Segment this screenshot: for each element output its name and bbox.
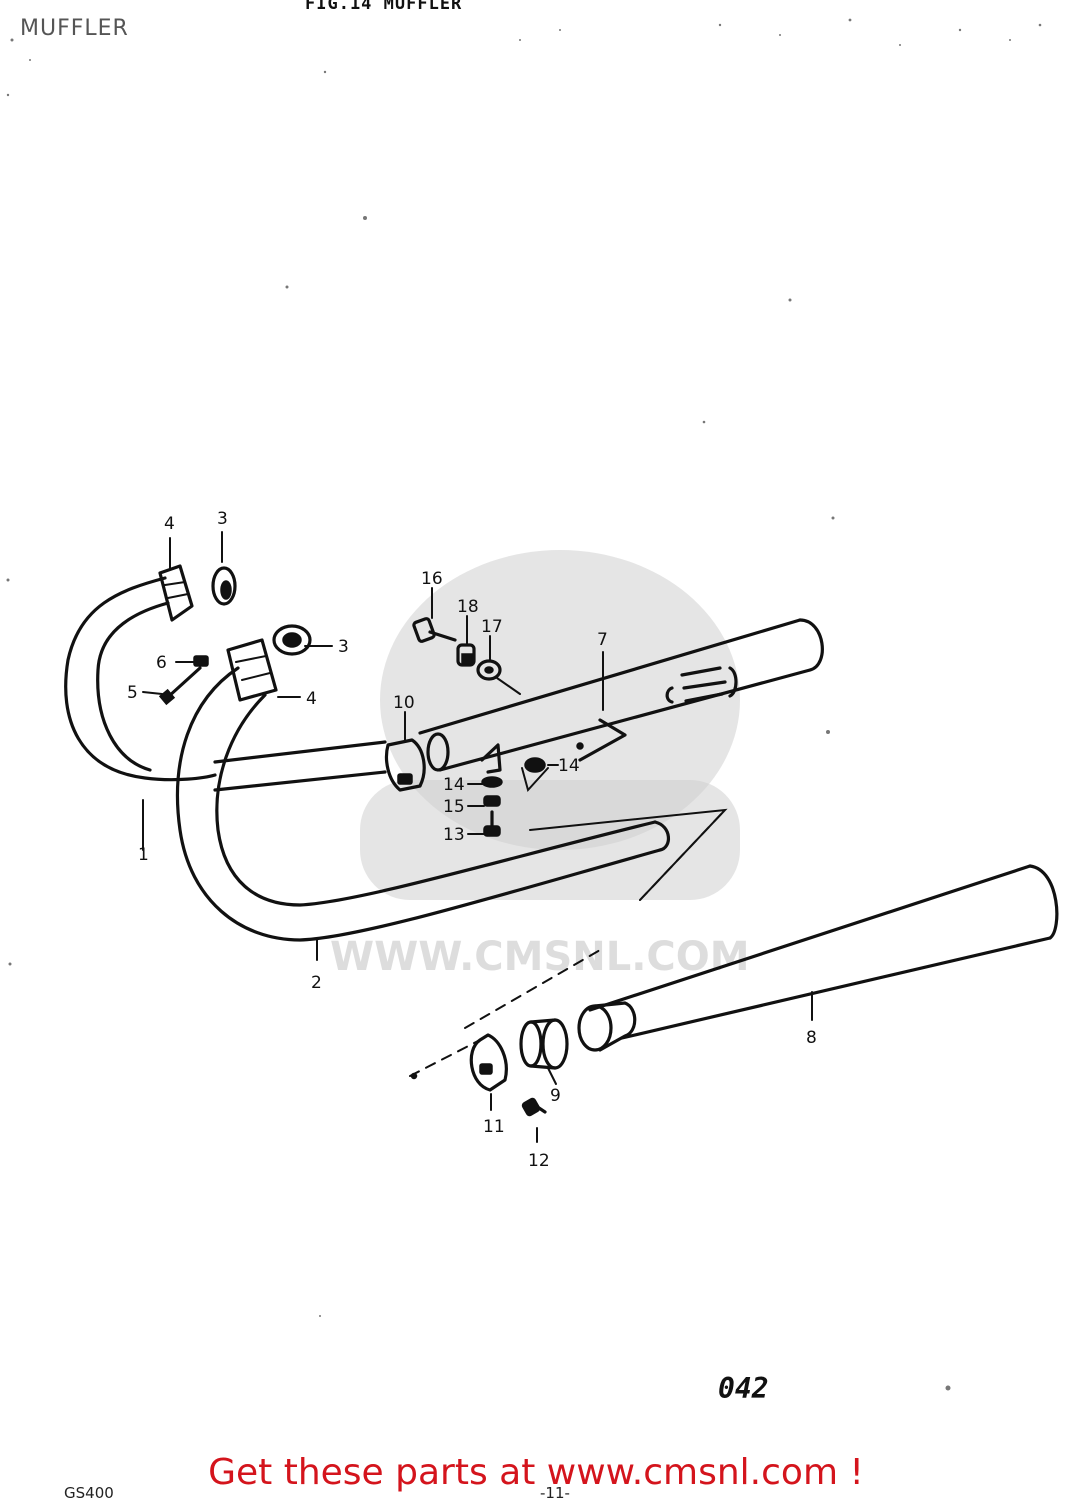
bolt-part-16 (412, 617, 457, 643)
assembly-guides (409, 808, 728, 1080)
callout-10: 10 (393, 693, 415, 713)
callout-2: 2 (311, 973, 322, 993)
diagram-code: 042 (718, 1372, 769, 1405)
scan-speckle (6, 18, 1042, 1391)
watermark-logo-block (360, 780, 740, 900)
callout-3-upper: 3 (217, 509, 228, 529)
callout-15: 15 (443, 797, 465, 817)
watermark-logo-shape (380, 550, 740, 850)
bracket-hardware (480, 743, 549, 837)
gasket-lower-part-3 (272, 624, 312, 656)
callout-3-lower: 3 (338, 637, 349, 657)
gasket-upper-part-3 (211, 566, 237, 606)
page-label: MUFFLER (20, 16, 129, 41)
leader-lines (142, 531, 813, 1143)
callout-14-left: 14 (443, 775, 465, 795)
model-code: GS400 (64, 1484, 114, 1502)
callout-11: 11 (483, 1117, 505, 1137)
callout-labels: 1 2 3 3 4 4 5 6 7 8 9 10 11 12 13 14 14 … (127, 509, 817, 1171)
watermark: WWW.CMSNL.COM (330, 550, 750, 980)
sleeve-part-9 (519, 1018, 569, 1070)
clamp-part-10 (384, 732, 450, 792)
washer-part-17 (476, 659, 502, 681)
callout-13: 13 (443, 825, 465, 845)
callout-6: 6 (156, 653, 167, 673)
flange-lower-part-4 (226, 638, 278, 702)
callout-17: 17 (481, 617, 503, 637)
muffler-part-7 (418, 618, 824, 772)
callout-7: 7 (597, 630, 608, 650)
page-number: -11- (540, 1484, 570, 1502)
clamp-part-11 (469, 1033, 508, 1092)
cta-link[interactable]: Get these parts at www.cmsnl.com ! (208, 1452, 864, 1493)
callout-8: 8 (806, 1028, 817, 1048)
callout-4-lower: 4 (306, 689, 317, 709)
flange-upper-part-4 (158, 564, 194, 622)
washer-part-14 (481, 776, 503, 788)
callout-5: 5 (127, 683, 138, 703)
muffler-part-8 (577, 864, 1059, 1052)
callout-16: 16 (421, 569, 443, 589)
exhaust-pipe-part-2 (175, 666, 670, 942)
watermark-url: WWW.CMSNL.COM (330, 934, 750, 980)
nut-part-15 (483, 795, 501, 807)
figure-title: FIG.14 MUFFLER (305, 0, 463, 14)
callout-12: 12 (528, 1151, 550, 1171)
stud-part-5 (158, 666, 202, 706)
exhaust-pipe-part-1 (64, 576, 387, 792)
callout-18: 18 (457, 597, 479, 617)
callout-1: 1 (138, 845, 149, 865)
callout-9: 9 (550, 1086, 561, 1106)
callout-4-upper: 4 (164, 514, 175, 534)
washer-part-14-right (524, 757, 546, 773)
nut-part-6 (193, 655, 209, 667)
bolt-part-12 (521, 1097, 547, 1117)
callout-14-right: 14 (558, 756, 580, 776)
